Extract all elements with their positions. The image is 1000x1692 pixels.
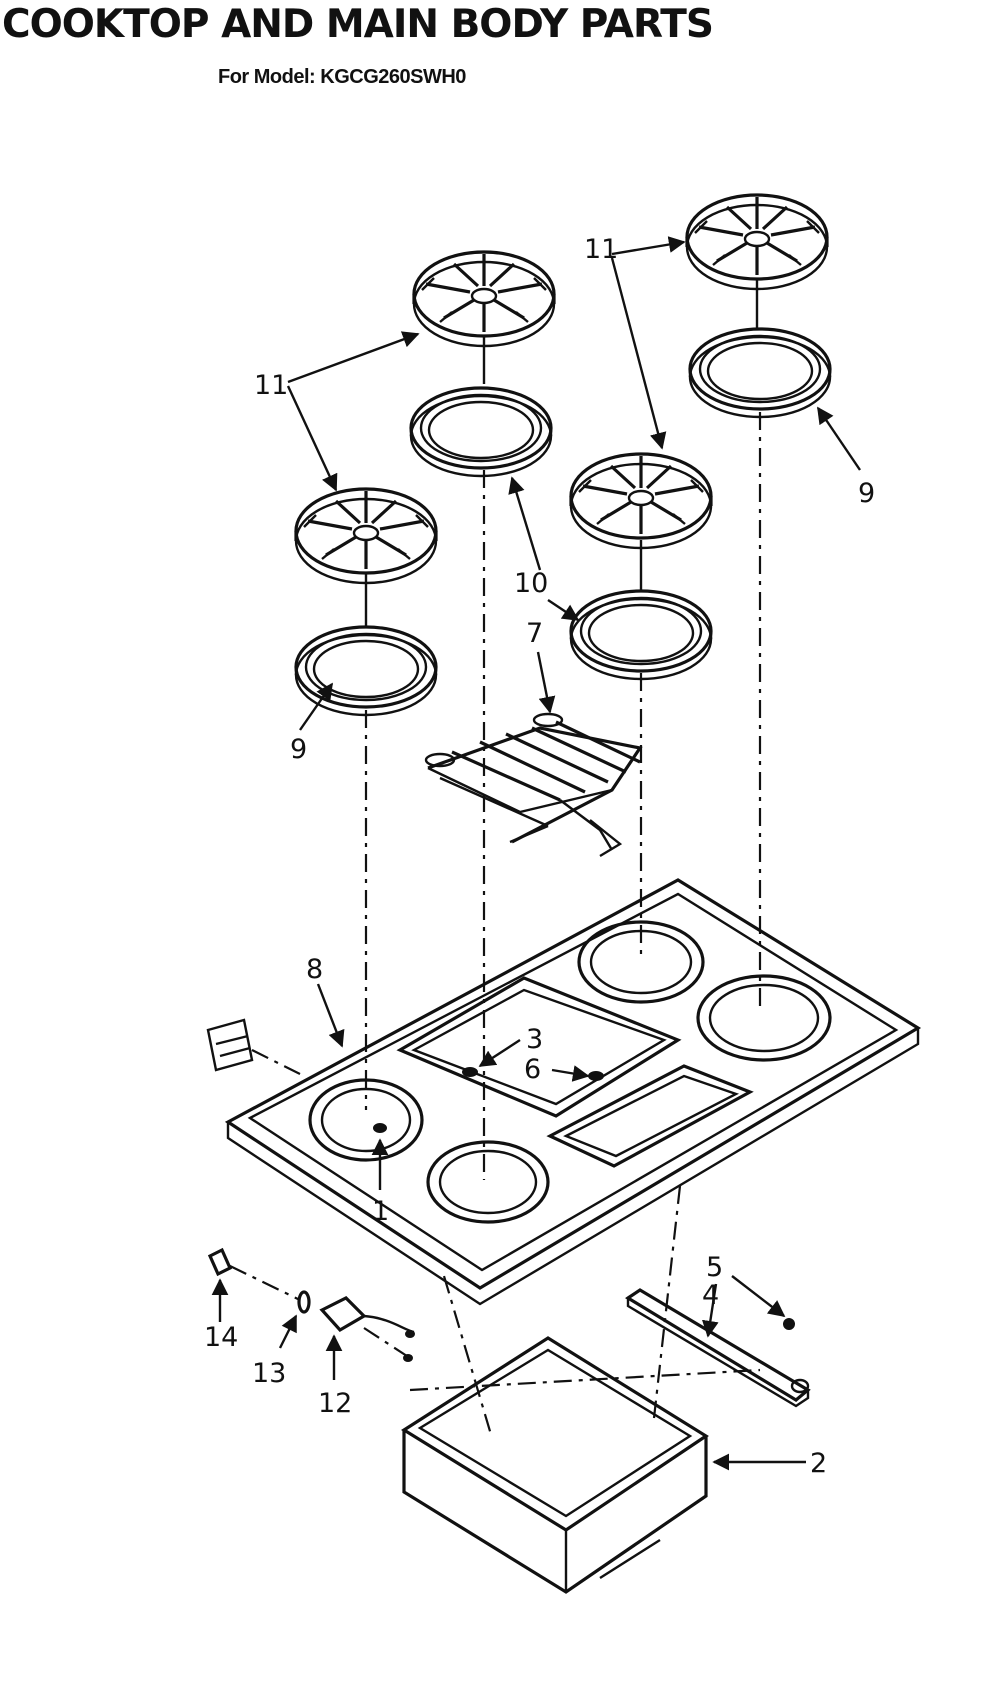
burner-grate-top-right [685, 193, 829, 291]
callout-3: 3 [526, 1024, 543, 1055]
callout-6: 6 [524, 1054, 541, 1085]
callout-leaders [211, 236, 861, 1471]
diagram-title: COOKTOP AND MAIN BODY PARTS [2, 2, 714, 47]
callout-labels: 11 11 9 9 10 7 8 3 6 1 5 4 2 12 13 14 [204, 234, 875, 1479]
callout-7: 7 [526, 618, 543, 649]
grill-element [424, 712, 643, 858]
burner-grate-middle-right [569, 452, 713, 550]
callout-8: 8 [306, 954, 323, 985]
broiler-drawer [400, 1336, 709, 1594]
burner-grate-left [294, 487, 438, 585]
model-subtitle: For Model: KGCG260SWH0 [218, 66, 466, 88]
callout-2: 2 [810, 1448, 827, 1479]
drip-ring-left [294, 625, 438, 717]
drip-ring-top-right [688, 327, 832, 419]
callout-10: 10 [514, 568, 548, 599]
callout-14: 14 [204, 1322, 238, 1353]
cooktop-panel [224, 878, 922, 1306]
drawer-alignment-lines [409, 1185, 761, 1439]
support-rail [625, 1288, 811, 1408]
hinge-bracket [206, 1018, 301, 1075]
callout-5: 5 [706, 1252, 723, 1283]
drip-ring-middle-right [569, 589, 713, 681]
burner-grate-top-center [412, 250, 556, 348]
callout-9-left: 9 [290, 734, 307, 765]
callout-11-left: 11 [254, 370, 288, 401]
callout-11-right: 11 [584, 234, 618, 265]
callout-13: 13 [252, 1358, 286, 1389]
igniter-parts [207, 1247, 415, 1362]
callout-1: 1 [372, 1196, 389, 1227]
callout-12: 12 [318, 1388, 352, 1419]
drip-ring-top-center [409, 386, 553, 478]
callout-4: 4 [702, 1280, 719, 1311]
callout-9-right: 9 [858, 478, 875, 509]
